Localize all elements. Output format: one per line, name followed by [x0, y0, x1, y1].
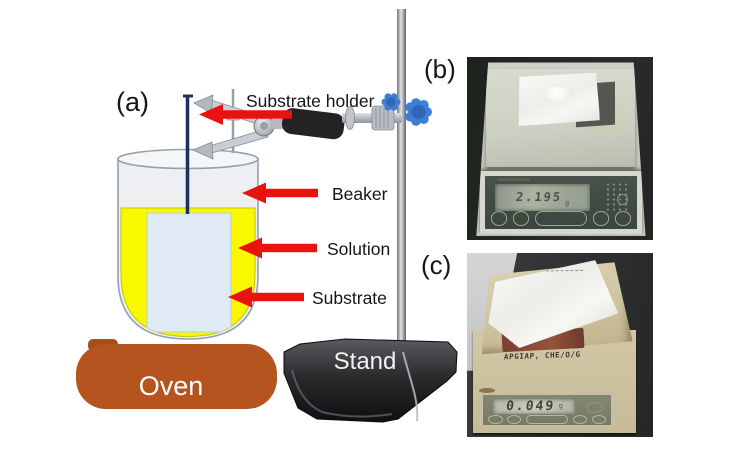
- stand-rod-reflection: [402, 351, 419, 422]
- balance-b-button: [512, 211, 530, 226]
- balance-b-body: 2.195 g: [476, 62, 646, 237]
- panel-b-letter: (b): [424, 54, 456, 84]
- stand-base: [283, 338, 458, 423]
- balance-b-panel-face: 2.195 g: [484, 175, 638, 229]
- oven-body: [76, 344, 277, 409]
- weighing-paper-b: [515, 73, 600, 127]
- clamp-boss: [371, 105, 395, 131]
- balance-b-unit: g: [565, 198, 570, 207]
- beaker-arrow-icon: [242, 182, 318, 204]
- substrate-holder-label: Substrate holder: [246, 91, 375, 111]
- beaker-label: Beaker: [332, 184, 388, 204]
- clamp-knob-small-icon: [381, 93, 401, 111]
- balance-c-stain: [479, 387, 496, 394]
- balance-b-button: [592, 211, 610, 226]
- substrate-plate: [146, 212, 232, 333]
- setup-diagram: Stand Oven: [76, 9, 458, 423]
- solution-label: Solution: [327, 239, 390, 259]
- clamp-flange: [345, 106, 355, 130]
- clamp-boss-ridges: [375, 108, 389, 128]
- substrate-holder-arrow-icon: [199, 104, 292, 125]
- balance-c-button: [488, 415, 503, 424]
- balance-b-panel: 2.195 g: [479, 171, 643, 234]
- balance-b-pan: [486, 69, 636, 167]
- stand-label: Stand: [334, 348, 397, 375]
- balance-c-buttons: [488, 415, 606, 424]
- oven-label: Oven: [139, 371, 204, 401]
- balance-c-panel-face: 0.049 g: [483, 395, 611, 425]
- photo-balance-after: 0.049 g APGIAP,: [467, 253, 653, 437]
- balance-c-button: [572, 415, 587, 424]
- balance-b-display: 2.195 g: [495, 184, 590, 211]
- substrate-arrow-icon: [228, 286, 304, 308]
- annotation-arrows: [199, 104, 318, 308]
- balance-c-panel: 0.049 g: [479, 393, 615, 428]
- powder-sample: [543, 87, 573, 101]
- photo-balance-before: 2.195 g: [467, 57, 653, 240]
- balance-b-button: [614, 211, 632, 226]
- balance-b-tare-button: [534, 211, 587, 226]
- clamp-handle: [281, 108, 345, 140]
- balance-b-reading: 2.195: [515, 190, 563, 205]
- balance-c-reading: 0.049: [504, 399, 556, 415]
- stand-base-highlight: [291, 369, 393, 418]
- panel-c-letter: (c): [421, 250, 452, 280]
- balance-c-button: [591, 415, 606, 424]
- clamp-knob-large-icon: [405, 98, 432, 126]
- balance-c-display: 0.049 g: [493, 399, 576, 415]
- stand-rod: [397, 9, 406, 359]
- balance-c-dial-icon: [585, 401, 604, 413]
- balance-b-buttons: [490, 211, 632, 226]
- balance-c-tare-button: [526, 415, 569, 424]
- solution-arrow-icon: [238, 237, 317, 259]
- panel-a-letter: (a): [116, 87, 149, 117]
- balance-c-unit: g: [558, 402, 563, 411]
- substrate-label: Substrate: [312, 288, 387, 308]
- balance-b-brand-mark: [496, 177, 531, 181]
- balance-b-logo-icon: [617, 193, 629, 205]
- balance-c-button: [507, 415, 522, 424]
- balance-b-button: [490, 211, 508, 226]
